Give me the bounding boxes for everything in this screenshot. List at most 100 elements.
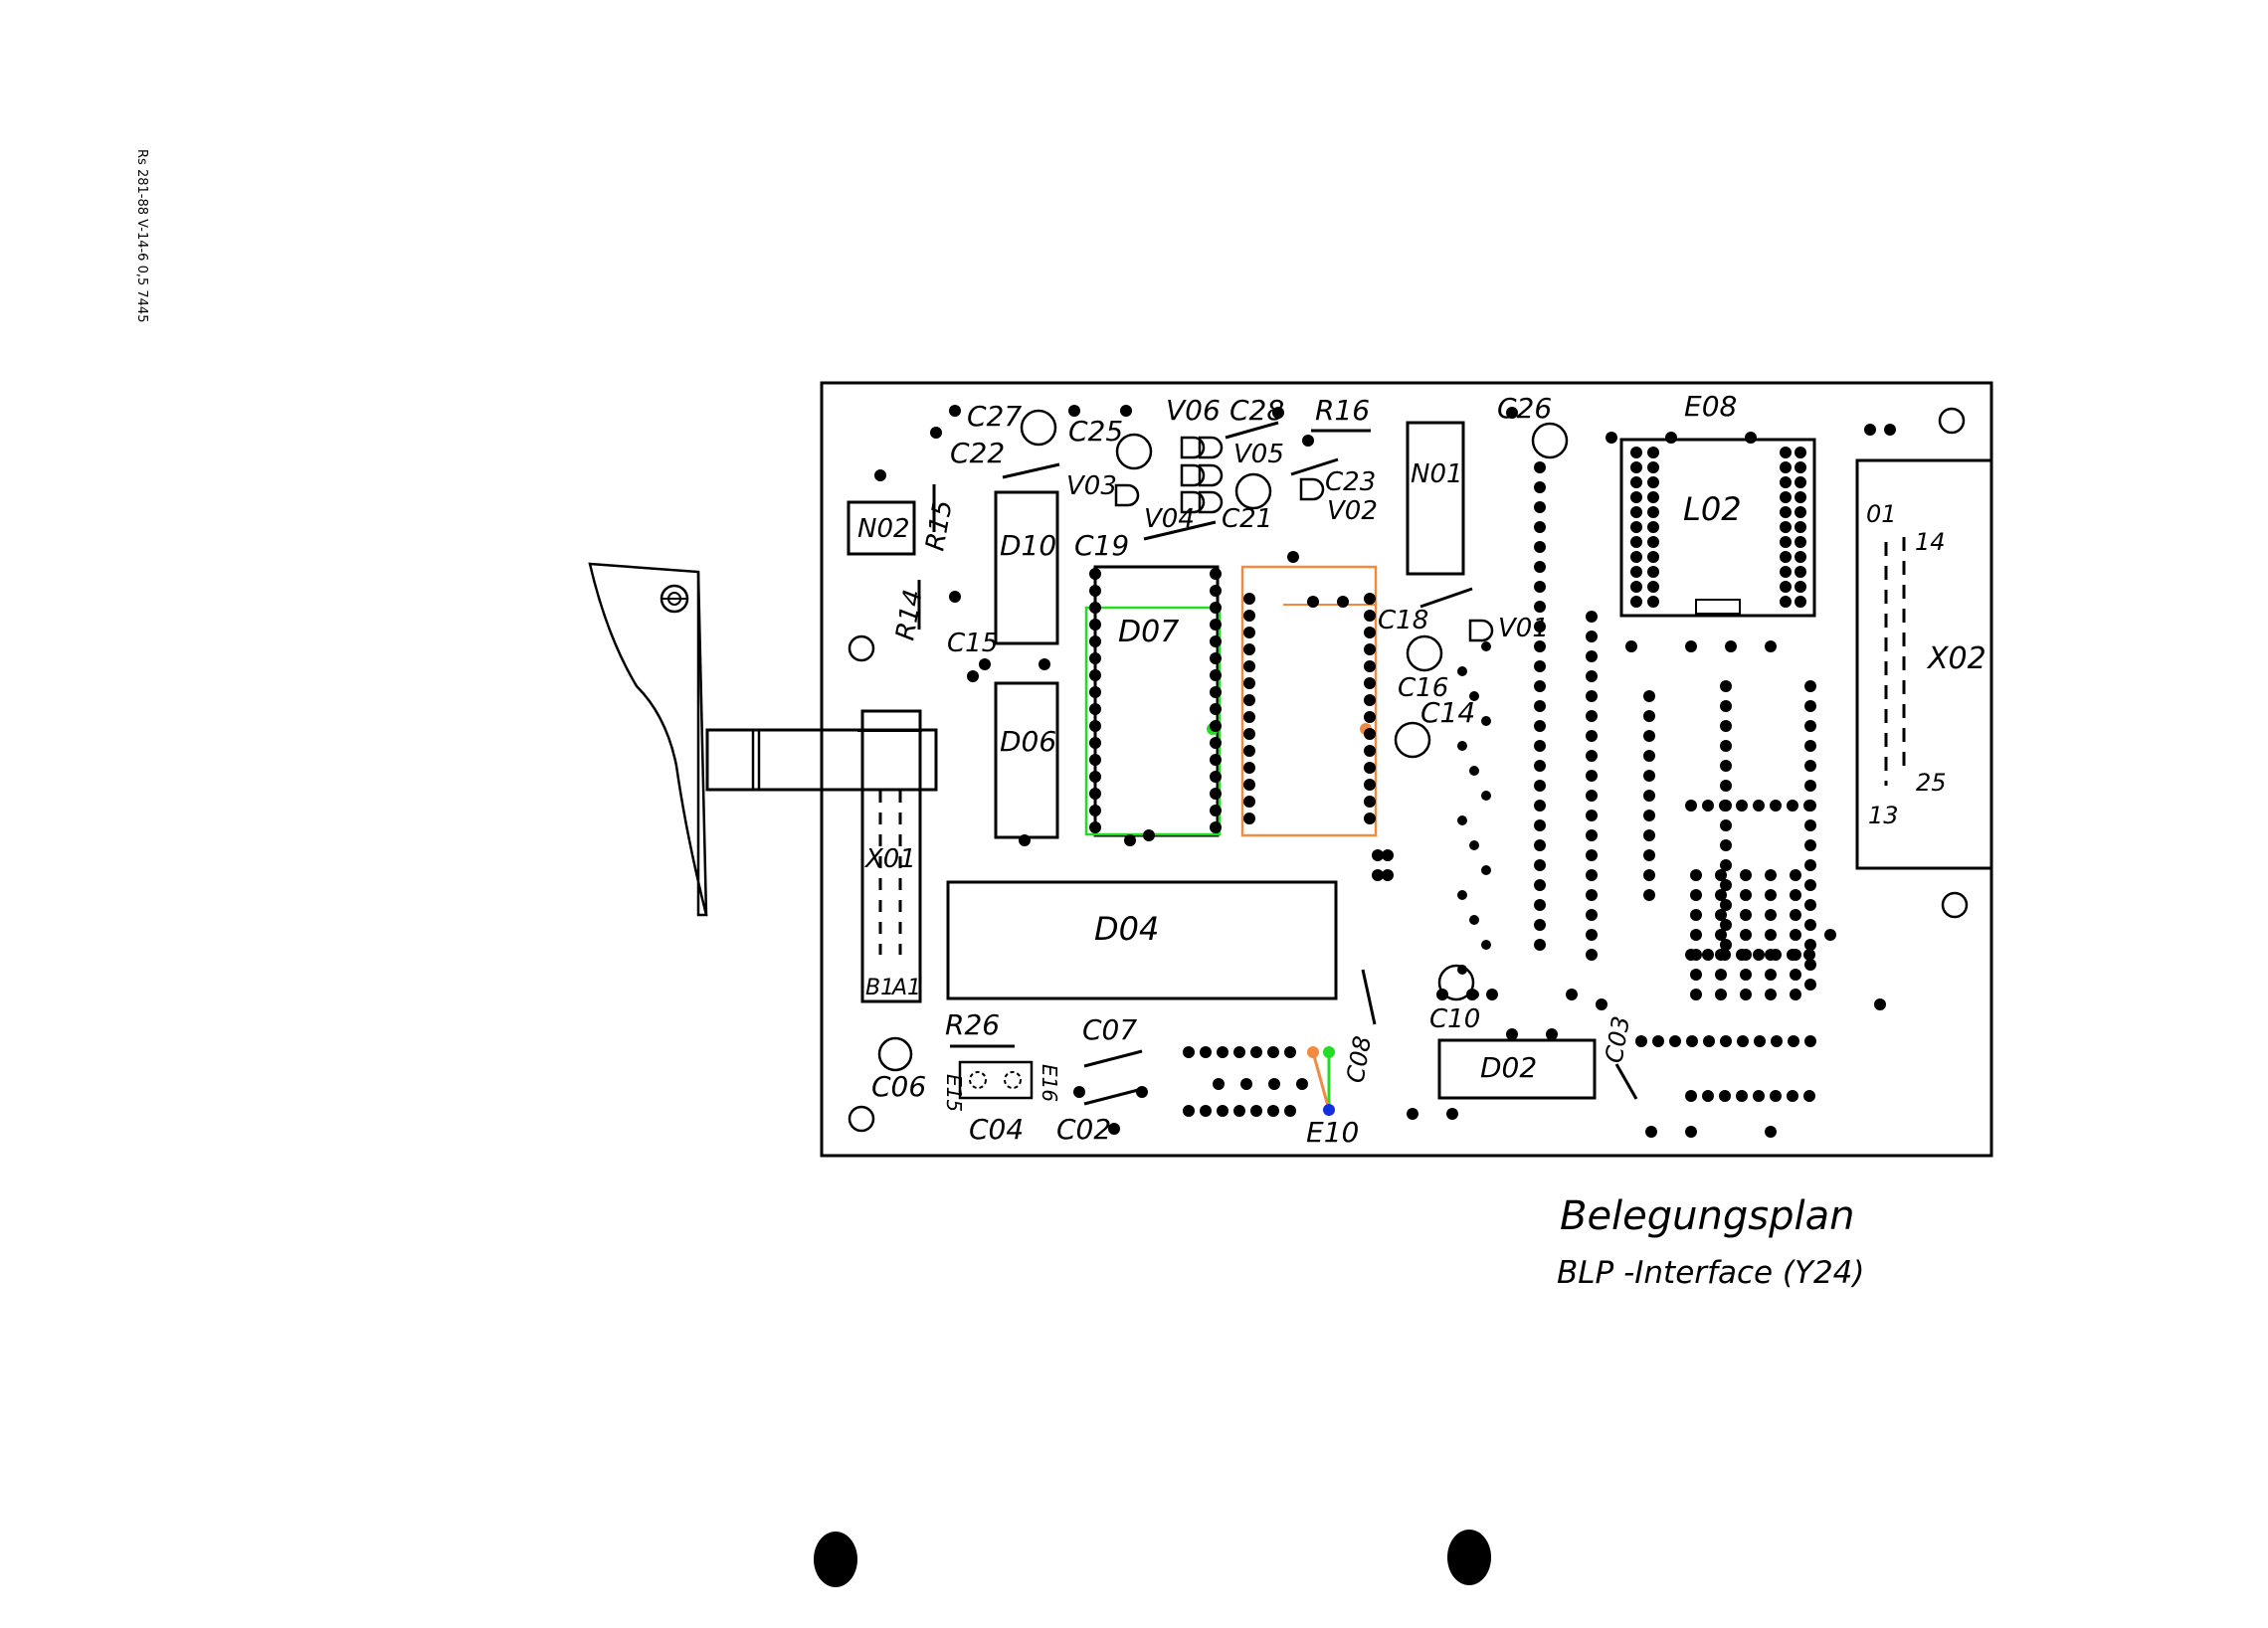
solder-pad (1736, 800, 1748, 812)
solder-pad (1469, 990, 1479, 999)
solder-pad (1217, 1046, 1228, 1058)
solder-pad (1534, 501, 1546, 513)
label-n01: N01 (1411, 459, 1463, 489)
solder-pad (1719, 1090, 1731, 1102)
solder-pad (1596, 998, 1607, 1010)
solder-pad (1647, 566, 1659, 578)
solder-pad (1780, 521, 1792, 533)
solder-pad (1771, 1035, 1783, 1047)
solder-pad (1210, 652, 1222, 664)
solder-pad (1795, 521, 1806, 533)
solder-pad (1243, 677, 1255, 689)
solder-pad (1372, 849, 1384, 861)
solder-pad (1534, 521, 1546, 533)
solder-pad (949, 591, 961, 603)
punch-hole-mark (1447, 1530, 1491, 1585)
solder-pad (1534, 800, 1546, 812)
solder-pad (1210, 602, 1222, 614)
solder-pad (1685, 640, 1697, 652)
solder-pad (1586, 730, 1598, 742)
solder-pad (1643, 730, 1655, 742)
mounting-hole (848, 634, 875, 662)
label-c06: C06 (871, 1070, 926, 1103)
solder-pad (1506, 407, 1518, 419)
label-pin25: 25 (1916, 769, 1947, 797)
solder-pad (1630, 476, 1642, 488)
solder-pad (1284, 1105, 1296, 1117)
solder-pad (1586, 829, 1598, 841)
solder-pad (1469, 915, 1479, 925)
solder-pad (1780, 536, 1792, 548)
solder-pad (1586, 611, 1598, 623)
capacitor-c06 (877, 1036, 913, 1072)
solder-pad (1720, 760, 1732, 772)
component-n02 (847, 500, 916, 556)
solder-pad (1647, 491, 1659, 503)
solder-pad (1089, 585, 1101, 597)
solder-pad (1720, 1035, 1732, 1047)
solder-pad (1243, 660, 1255, 672)
solder-pad (1804, 700, 1816, 712)
mounting-hole (848, 1105, 875, 1133)
solder-pad (1720, 919, 1732, 931)
solder-pad (1720, 879, 1732, 891)
solder-pad (1643, 810, 1655, 821)
solder-pad (1702, 1090, 1714, 1102)
label-v02: V02 (1327, 496, 1378, 526)
solder-pad (1790, 989, 1801, 1000)
capacitor-c27 (1020, 409, 1057, 447)
solder-pad (1217, 1105, 1228, 1117)
label-d06: D06 (1000, 725, 1056, 758)
solder-pad (1364, 779, 1376, 791)
solder-pad (1586, 849, 1598, 861)
label-x02: X02 (1926, 641, 1986, 676)
capacitor-c10 (1437, 964, 1475, 1001)
solder-pad (1073, 1086, 1085, 1098)
solder-pad (1804, 879, 1816, 891)
solder-pad (1534, 839, 1546, 851)
solder-pad (1089, 805, 1101, 816)
solder-pad (1804, 1035, 1816, 1047)
solder-pad (1804, 919, 1816, 931)
solder-pad (1089, 652, 1101, 664)
highlight-point-blue (1323, 1104, 1335, 1116)
solder-pad (1534, 621, 1546, 633)
solder-pad (1720, 939, 1732, 951)
solder-pad (1364, 593, 1376, 605)
solder-pad (1765, 949, 1777, 961)
solder-pad (1804, 720, 1816, 732)
solder-pad (1089, 686, 1101, 698)
solder-pad (1481, 716, 1491, 726)
solder-pad (1364, 762, 1376, 774)
label-pin14: 14 (1915, 528, 1946, 556)
solder-pad (1630, 521, 1642, 533)
label-e08: E08 (1684, 390, 1737, 423)
solder-pad (1780, 566, 1792, 578)
solder-pad (1210, 771, 1222, 783)
label-d07: D07 (1118, 615, 1179, 649)
solder-pad (1702, 800, 1714, 812)
label-c14: C14 (1420, 696, 1475, 729)
label-c08: C08 (1341, 1034, 1377, 1085)
solder-pad (1720, 819, 1732, 831)
solder-pad (1630, 581, 1642, 593)
solder-pad (1210, 821, 1222, 833)
solder-pad (1669, 1035, 1681, 1047)
punch-hole-mark (814, 1532, 857, 1587)
solder-pad (1364, 813, 1376, 824)
solder-pad (1780, 447, 1792, 458)
jumper-e15-e16 (958, 1060, 1034, 1100)
solder-pad (1586, 869, 1598, 881)
capacitor-c14 (1394, 721, 1431, 759)
solder-pad (1824, 929, 1836, 941)
solder-pad (1770, 1090, 1782, 1102)
transistor-v01 (1468, 619, 1494, 642)
solder-pad (1765, 909, 1777, 921)
solder-pad (1715, 889, 1727, 901)
solder-pad (1804, 760, 1816, 772)
solder-pad (1089, 771, 1101, 783)
solder-pad (1643, 829, 1655, 841)
solder-pad (1200, 1105, 1212, 1117)
label-c10: C10 (1429, 1004, 1480, 1034)
label-c18: C18 (1378, 606, 1428, 635)
